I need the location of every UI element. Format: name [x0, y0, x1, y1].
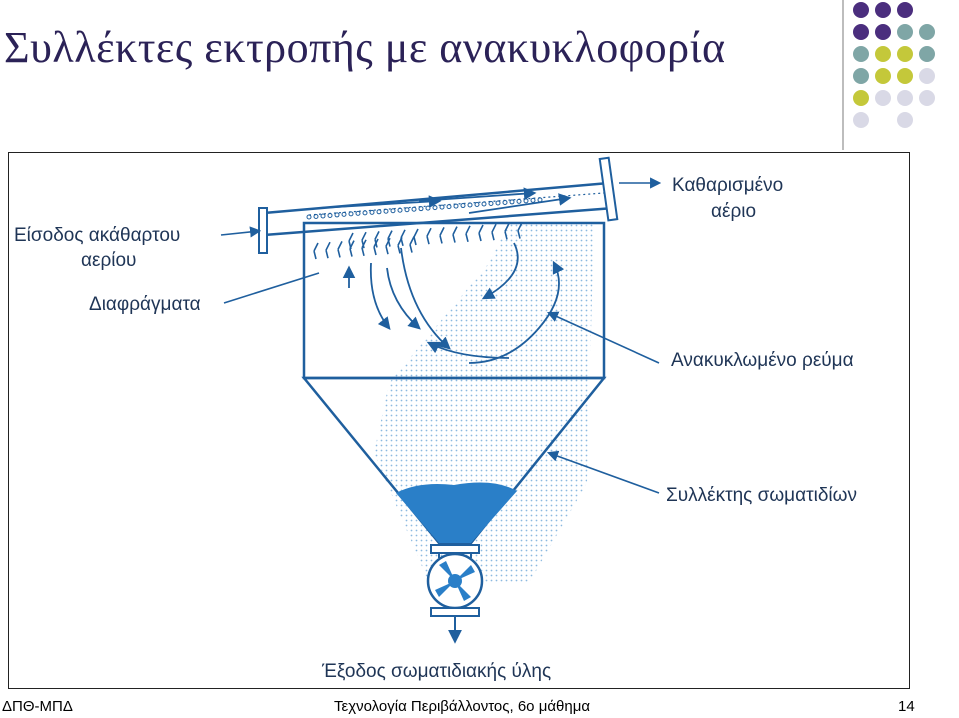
- perforation-hole: [432, 205, 438, 211]
- footer-course: Τεχνολογία Περιβάλλοντος, 6ο μάθημα: [334, 698, 591, 715]
- perforation-hole: [460, 203, 466, 209]
- decorative-dot: [919, 68, 935, 84]
- perforation-hole: [411, 206, 417, 212]
- flow-arrows: [318, 187, 572, 364]
- baffle: [325, 241, 331, 259]
- baffle: [409, 236, 415, 253]
- perforation-hole: [495, 200, 501, 206]
- perforation-hole: [502, 199, 508, 205]
- baffle: [374, 231, 380, 248]
- perforation-hole: [481, 201, 487, 207]
- baffle: [465, 225, 471, 242]
- perforation-hole: [467, 202, 473, 208]
- recirculation-collector-diagram: Είσοδος ακάθαρτου αερίου Διαφράγματα Καθ…: [14, 156, 857, 682]
- page-number: 14: [898, 698, 915, 715]
- perforation-hole: [425, 205, 431, 211]
- decorative-dot: [897, 2, 913, 18]
- decorative-dot: [875, 68, 891, 84]
- baffles-leader: [223, 272, 320, 304]
- perforation-hole: [348, 211, 354, 217]
- decorative-dot: [897, 46, 913, 62]
- decorative-dot: [853, 90, 869, 106]
- decorative-dot: [875, 90, 891, 106]
- baffle-set: [313, 222, 523, 260]
- baffle: [337, 241, 343, 258]
- perforation-hole: [397, 207, 403, 213]
- baffle: [400, 229, 406, 246]
- collector-leader: [546, 450, 660, 494]
- perforation-hole: [320, 213, 326, 219]
- perforation-hole: [355, 210, 361, 216]
- decorative-dot: [919, 90, 935, 106]
- perforation-hole: [523, 198, 529, 204]
- decorative-dot: [875, 46, 891, 62]
- perforation-hole: [418, 206, 424, 212]
- decorative-dot: [919, 46, 935, 62]
- perforation-hole: [306, 214, 312, 220]
- perforation-hole: [439, 204, 445, 210]
- baffle: [385, 237, 391, 255]
- perforation-hole: [390, 208, 396, 214]
- perforation-hole: [376, 209, 382, 215]
- baffle: [517, 222, 523, 239]
- decorative-dot: [853, 2, 869, 18]
- perforation-hole: [404, 207, 410, 213]
- decorative-dot: [853, 24, 869, 40]
- baffle: [387, 230, 393, 247]
- perforation-hole: [453, 203, 459, 209]
- label-clean-gas-line1: Καθαρισμένο: [672, 175, 783, 196]
- perforation-hole: [488, 200, 494, 206]
- figure-frame: Είσοδος ακάθαρτου αερίου Διαφράγματα Καθ…: [8, 152, 910, 689]
- recirc-leader: [546, 311, 660, 364]
- perforation-hole: [516, 198, 522, 204]
- perforation-hole: [530, 197, 536, 203]
- decorative-dot: [897, 90, 913, 106]
- perforation-hole: [474, 202, 480, 208]
- baffle: [361, 239, 367, 256]
- perforation-hole: [341, 211, 347, 217]
- decorative-dot: [919, 24, 935, 40]
- baffle: [348, 232, 354, 250]
- collected-particles: [396, 482, 517, 543]
- label-recirculated-stream: Ανακυκλωμένο ρεύμα: [671, 350, 854, 371]
- decorative-dot: [897, 112, 913, 128]
- baffle: [504, 223, 510, 240]
- perforation-hole: [509, 199, 515, 205]
- title-divider: [842, 0, 844, 150]
- baffle: [426, 227, 432, 245]
- decorative-dot: [897, 24, 913, 40]
- decorative-dot: [853, 68, 869, 84]
- decorative-dot: [875, 2, 891, 18]
- baffle: [478, 224, 484, 242]
- label-inlet-line1: Είσοδος ακάθαρτου: [14, 225, 180, 246]
- label-baffles: Διαφράγματα: [89, 294, 201, 315]
- perforation-hole: [369, 209, 375, 215]
- baffle: [313, 242, 319, 260]
- perforated-plate: [306, 197, 543, 220]
- perforation-hole: [327, 212, 333, 218]
- baffle: [413, 228, 419, 246]
- perforation-hole: [362, 210, 368, 216]
- decorative-dot: [853, 46, 869, 62]
- decorative-dot: [897, 68, 913, 84]
- perforation-hole: [334, 212, 340, 218]
- perforation-hole: [313, 213, 319, 219]
- decorative-dot: [875, 24, 891, 40]
- perforation-hole: [446, 204, 452, 210]
- rotary-valve: [426, 544, 484, 644]
- baffle: [491, 223, 497, 241]
- baffle: [439, 227, 445, 244]
- inlet-leader: [220, 226, 262, 238]
- perforation-hole: [383, 208, 389, 214]
- baffle: [361, 231, 367, 249]
- label-clean-gas-line2: αέριο: [711, 201, 756, 222]
- footer-organization: ΔΠΘ-ΜΠΔ: [2, 698, 73, 715]
- label-particle-outlet: Έξοδος σωματιδιακής ύλης: [321, 661, 551, 682]
- slide-title: Συλλέκτες εκτροπής με ανακυκλοφορία: [4, 23, 726, 72]
- label-inlet-line2: αερίου: [81, 250, 136, 271]
- decorative-dot: [853, 112, 869, 128]
- baffle: [452, 226, 458, 243]
- label-particle-collector: Συλλέκτης σωματιδίων: [666, 485, 857, 506]
